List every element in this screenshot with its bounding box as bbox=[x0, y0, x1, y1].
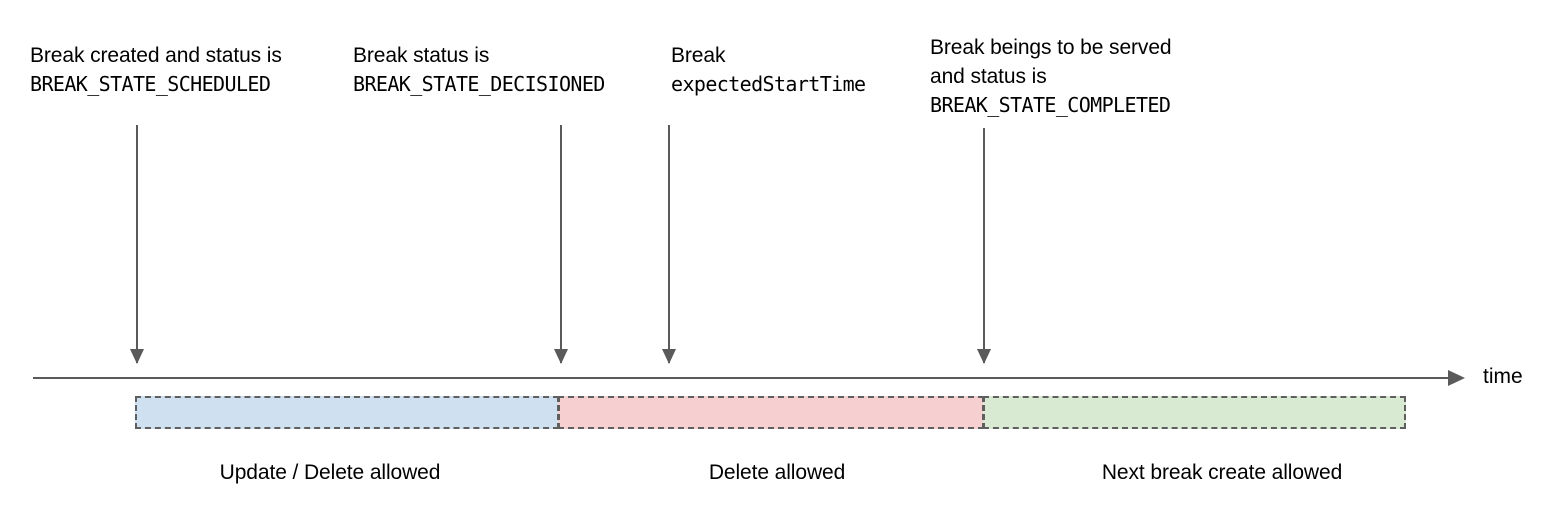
arrow-head-icon bbox=[662, 349, 676, 364]
time-axis-arrowhead-icon bbox=[1448, 370, 1465, 386]
arrow-shaft bbox=[560, 125, 562, 363]
phase-caption-completed: Next break create allowed bbox=[1101, 461, 1343, 484]
event-label-break-decisioned: Break status is BREAK_STATE_DECISIONED bbox=[353, 41, 605, 99]
arrow-shaft bbox=[136, 125, 138, 363]
event-label-line: expectedStartTime bbox=[671, 72, 866, 96]
event-label-break-created: Break created and status is BREAK_STATE_S… bbox=[30, 41, 282, 99]
event-label-line: BREAK_STATE_SCHEDULED bbox=[30, 72, 271, 96]
phase-caption-decisioned: Delete allowed bbox=[708, 461, 846, 484]
event-label-line: and status is bbox=[930, 65, 1047, 88]
arrow-shaft bbox=[983, 128, 985, 363]
event-label-line: Break bbox=[671, 44, 726, 67]
phase-bar-scheduled bbox=[135, 396, 559, 429]
event-label-expected-start-time: Break expectedStartTime bbox=[671, 41, 866, 99]
phase-bar-decisioned bbox=[558, 396, 984, 429]
arrow-head-icon bbox=[977, 349, 991, 364]
event-label-line: BREAK_STATE_DECISIONED bbox=[353, 72, 605, 96]
arrow-shaft bbox=[668, 125, 670, 363]
event-label-line: Break created and status is bbox=[30, 44, 282, 67]
arrow-head-icon bbox=[130, 349, 144, 364]
event-arrow-expected-start-time bbox=[660, 125, 678, 364]
time-axis-line bbox=[33, 377, 1450, 379]
phase-bar-completed bbox=[983, 396, 1406, 429]
arrow-head-icon bbox=[554, 349, 568, 364]
event-arrow-break-decisioned bbox=[552, 125, 570, 364]
phase-caption-scheduled: Update / Delete allowed bbox=[219, 461, 441, 484]
event-label-line: Break status is bbox=[353, 44, 490, 67]
event-arrow-break-created bbox=[128, 125, 146, 364]
event-label-line: Break beings to be served bbox=[930, 36, 1172, 59]
time-axis-label: time bbox=[1483, 365, 1523, 388]
event-arrow-break-completed bbox=[975, 128, 993, 364]
event-label-line: BREAK_STATE_COMPLETED bbox=[930, 93, 1171, 117]
event-label-break-completed: Break beings to be served and status is BR… bbox=[930, 33, 1172, 120]
